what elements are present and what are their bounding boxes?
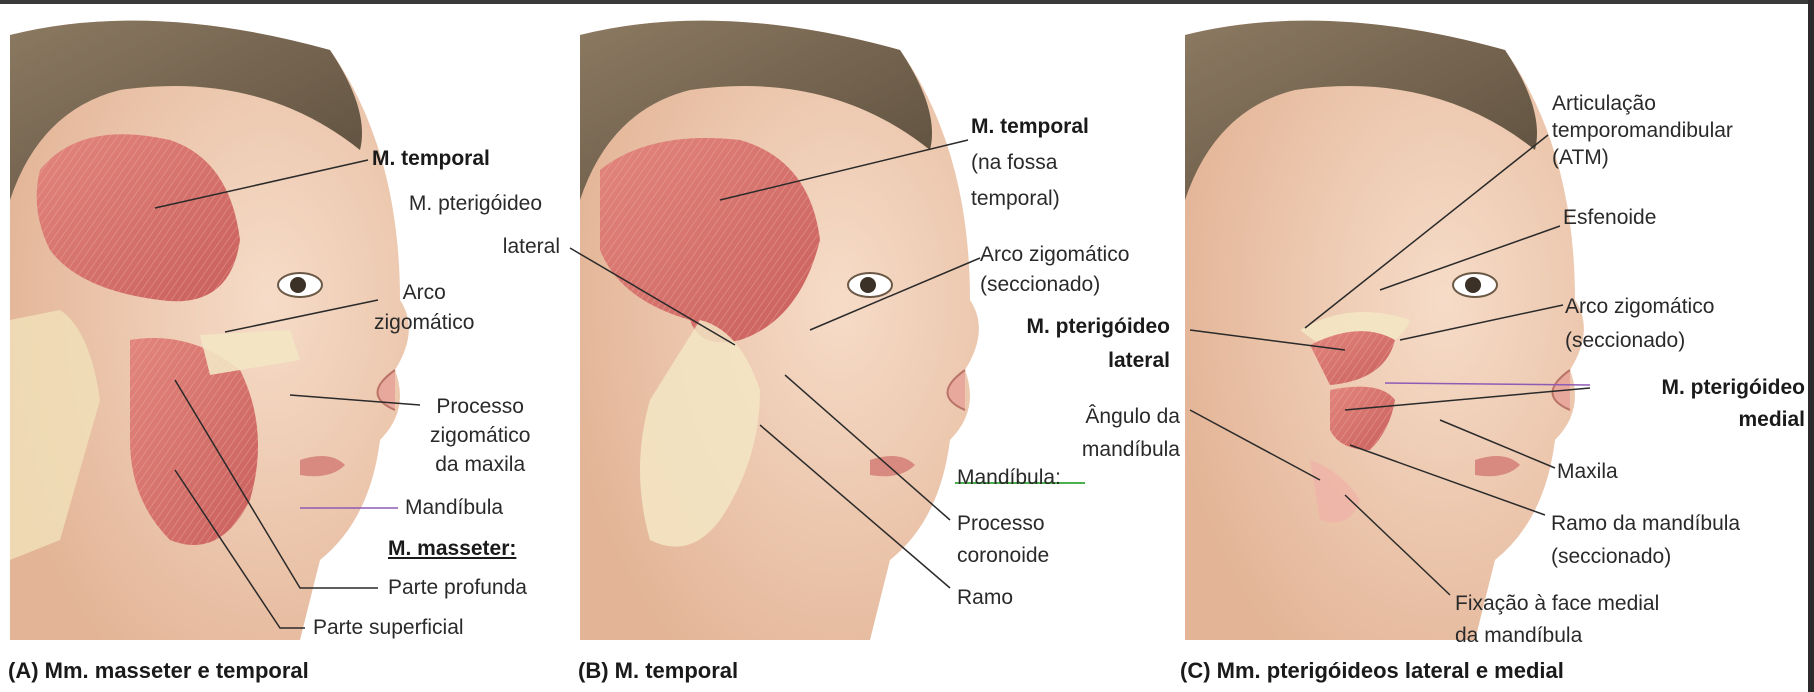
label-c-arco-zigomatico: Arco zigomático (seccionado): [1565, 290, 1714, 358]
panel-a-head: [10, 21, 409, 640]
label-c-pterigoideo-lateral: M. pterigóideo lateral: [1010, 310, 1170, 378]
label-c-maxila: Maxila: [1557, 458, 1618, 485]
label-a-arco-zigomatico: Arco zigomático: [374, 278, 474, 338]
panel-b-head: [580, 21, 979, 640]
caption-panel-c: (C) Mm. pterigóideos lateral e medial: [1180, 658, 1564, 684]
caption-panel-b: (B) M. temporal: [578, 658, 738, 684]
label-a-pterigoideo: M. pterigóideo: [382, 190, 542, 217]
label-a-mandibula: Mandíbula: [405, 494, 503, 521]
label-a-masseter: M. masseter:: [388, 535, 516, 562]
label-c-atm: Articulação temporomandibular (ATM): [1552, 90, 1733, 171]
label-b-processo-coronoide: Processo coronoide: [957, 508, 1049, 572]
label-a-parte-superficial: Parte superficial: [313, 614, 464, 641]
panel-c-head: [1185, 21, 1584, 640]
label-c-esfenoide: Esfenoide: [1563, 204, 1656, 231]
label-b-ramo: Ramo: [957, 584, 1013, 611]
label-c-fixacao: Fixação à face medial da mandíbula: [1455, 588, 1659, 652]
label-a-parte-profunda: Parte profunda: [388, 574, 527, 601]
label-b-mandibula: Mandíbula:: [957, 464, 1061, 491]
label-a-temporal: M. temporal: [372, 145, 490, 172]
label-c-ramo-mandibula: Ramo da mandíbula (seccionado): [1551, 507, 1740, 573]
label-b-temporal: M. temporal: [971, 113, 1089, 140]
label-a-lateral: lateral: [382, 233, 560, 260]
caption-panel-a: (A) Mm. masseter e temporal: [8, 658, 309, 684]
label-c-angulo-mandibula: Ângulo da mandíbula: [1010, 400, 1180, 466]
label-a-processo-zigomatico: Processo zigomático da maxila: [430, 392, 530, 479]
label-b-fossa-temporal: (na fossa temporal): [971, 145, 1060, 217]
label-c-pterigoideo-medial: M. pterigóideo medial: [1600, 372, 1805, 436]
label-b-arco-zigomatico: Arco zigomático (seccionado): [980, 240, 1129, 300]
